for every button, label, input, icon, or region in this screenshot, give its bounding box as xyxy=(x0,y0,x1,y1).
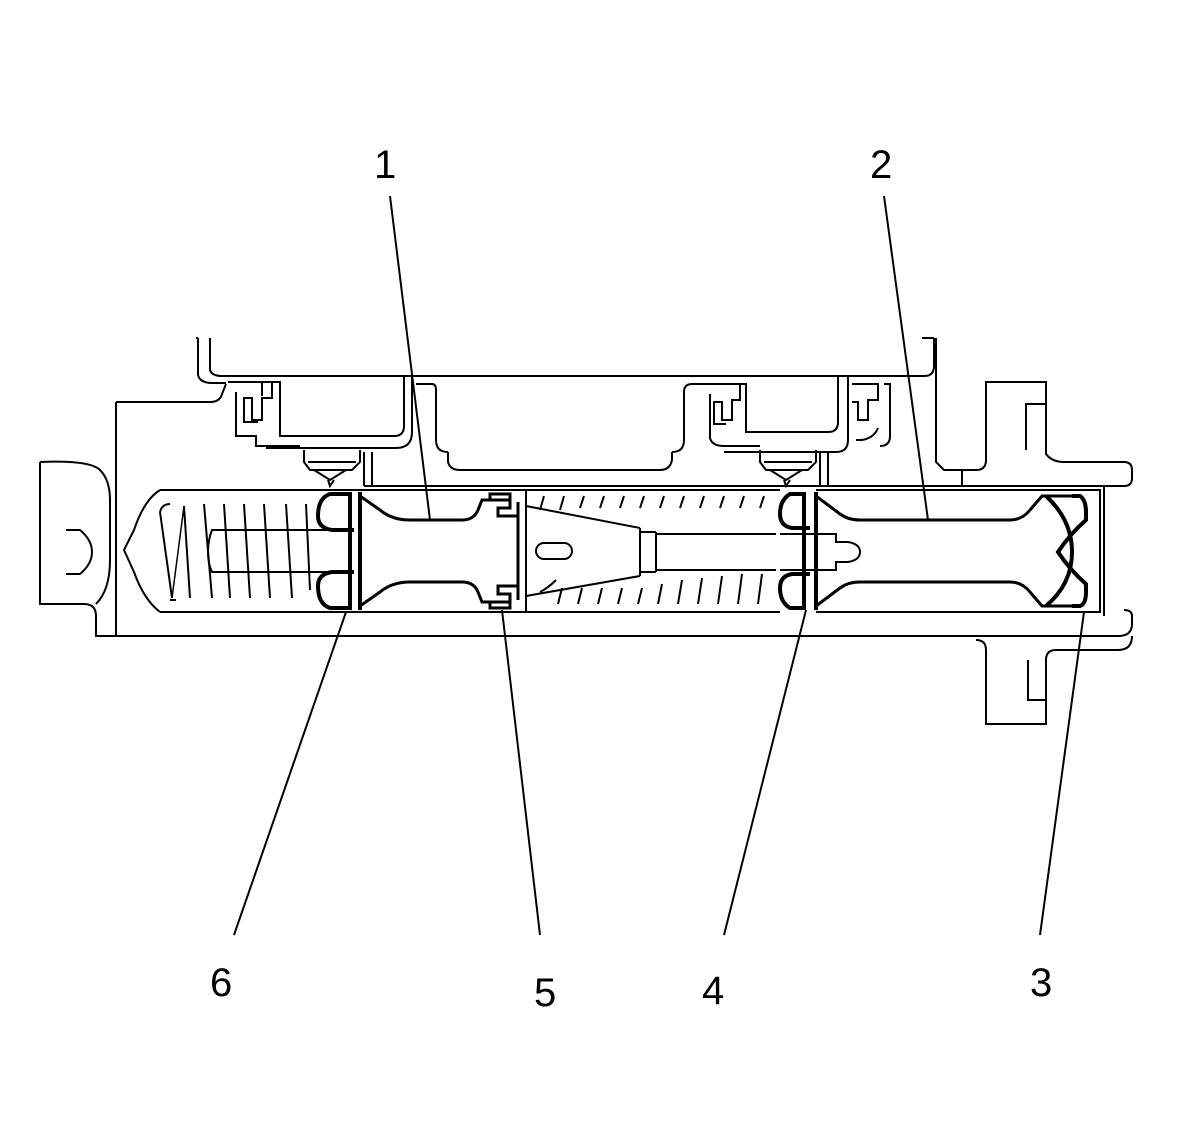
leader-lines xyxy=(233,195,1085,936)
callout-1: 1 xyxy=(374,143,396,187)
secondary-spring xyxy=(159,503,311,601)
leader-line-3 xyxy=(1039,611,1085,936)
leader-line-1 xyxy=(389,195,431,521)
leader-line-6 xyxy=(233,611,347,936)
port-valves xyxy=(303,450,829,489)
callout-4: 4 xyxy=(702,969,724,1013)
callout-2: 2 xyxy=(870,143,892,187)
callout-3: 3 xyxy=(1030,961,1052,1005)
reservoir-housing xyxy=(196,337,935,471)
cylinder-body xyxy=(39,338,1133,725)
leader-line-5 xyxy=(501,609,541,936)
callout-5: 5 xyxy=(534,971,556,1015)
leader-line-4 xyxy=(723,609,807,936)
bore-end-tip xyxy=(66,489,161,613)
callout-6: 6 xyxy=(210,961,232,1005)
primary-piston xyxy=(777,486,1105,616)
leader-line-2 xyxy=(883,195,929,521)
secondary-piston xyxy=(206,489,527,613)
retainer-rod xyxy=(525,505,776,597)
callouts: 1 2 3 4 5 6 xyxy=(210,143,1052,1015)
primary-spring xyxy=(526,489,780,613)
